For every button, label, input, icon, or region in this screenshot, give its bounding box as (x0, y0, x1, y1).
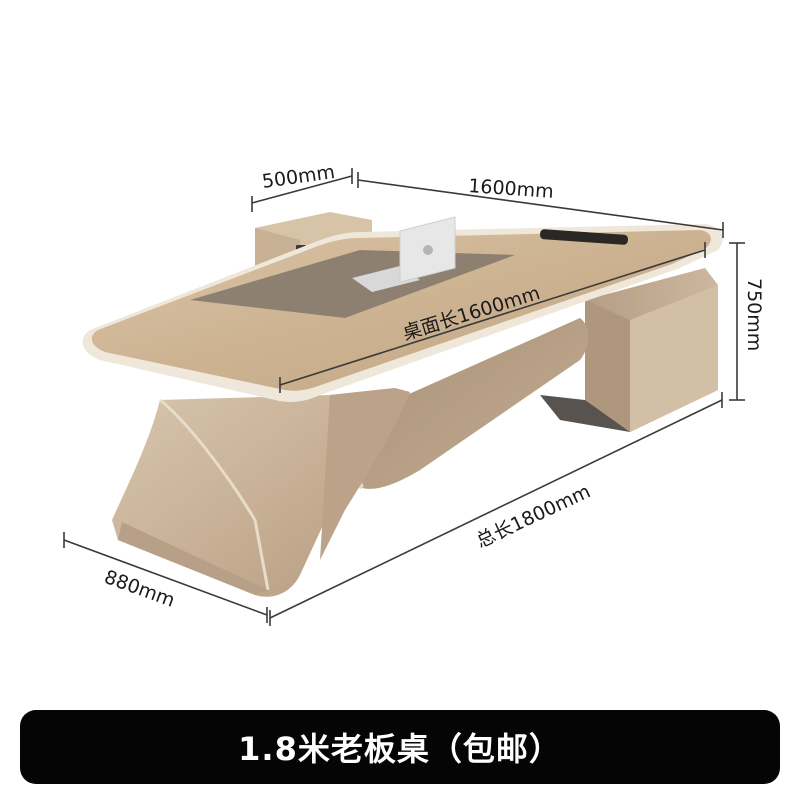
laptop (352, 216, 456, 292)
dimension-lines (63, 168, 745, 626)
dim-label-880: 880mm (101, 566, 177, 612)
desktop-surface (82, 224, 723, 403)
dim-label-1600: 1600mm (468, 175, 555, 203)
dim-label-750: 750mm (743, 278, 765, 351)
sculptural-base (112, 388, 410, 597)
right-pedestal-cabinet (540, 268, 718, 432)
dim-label-500: 500mm (261, 161, 337, 193)
apple-logo-icon (423, 245, 433, 255)
caption-title: 1.8米老板桌（包邮） (238, 730, 562, 768)
cable-grommet (540, 229, 628, 245)
caption-banner: 1.8米老板桌（包邮） (20, 710, 780, 784)
